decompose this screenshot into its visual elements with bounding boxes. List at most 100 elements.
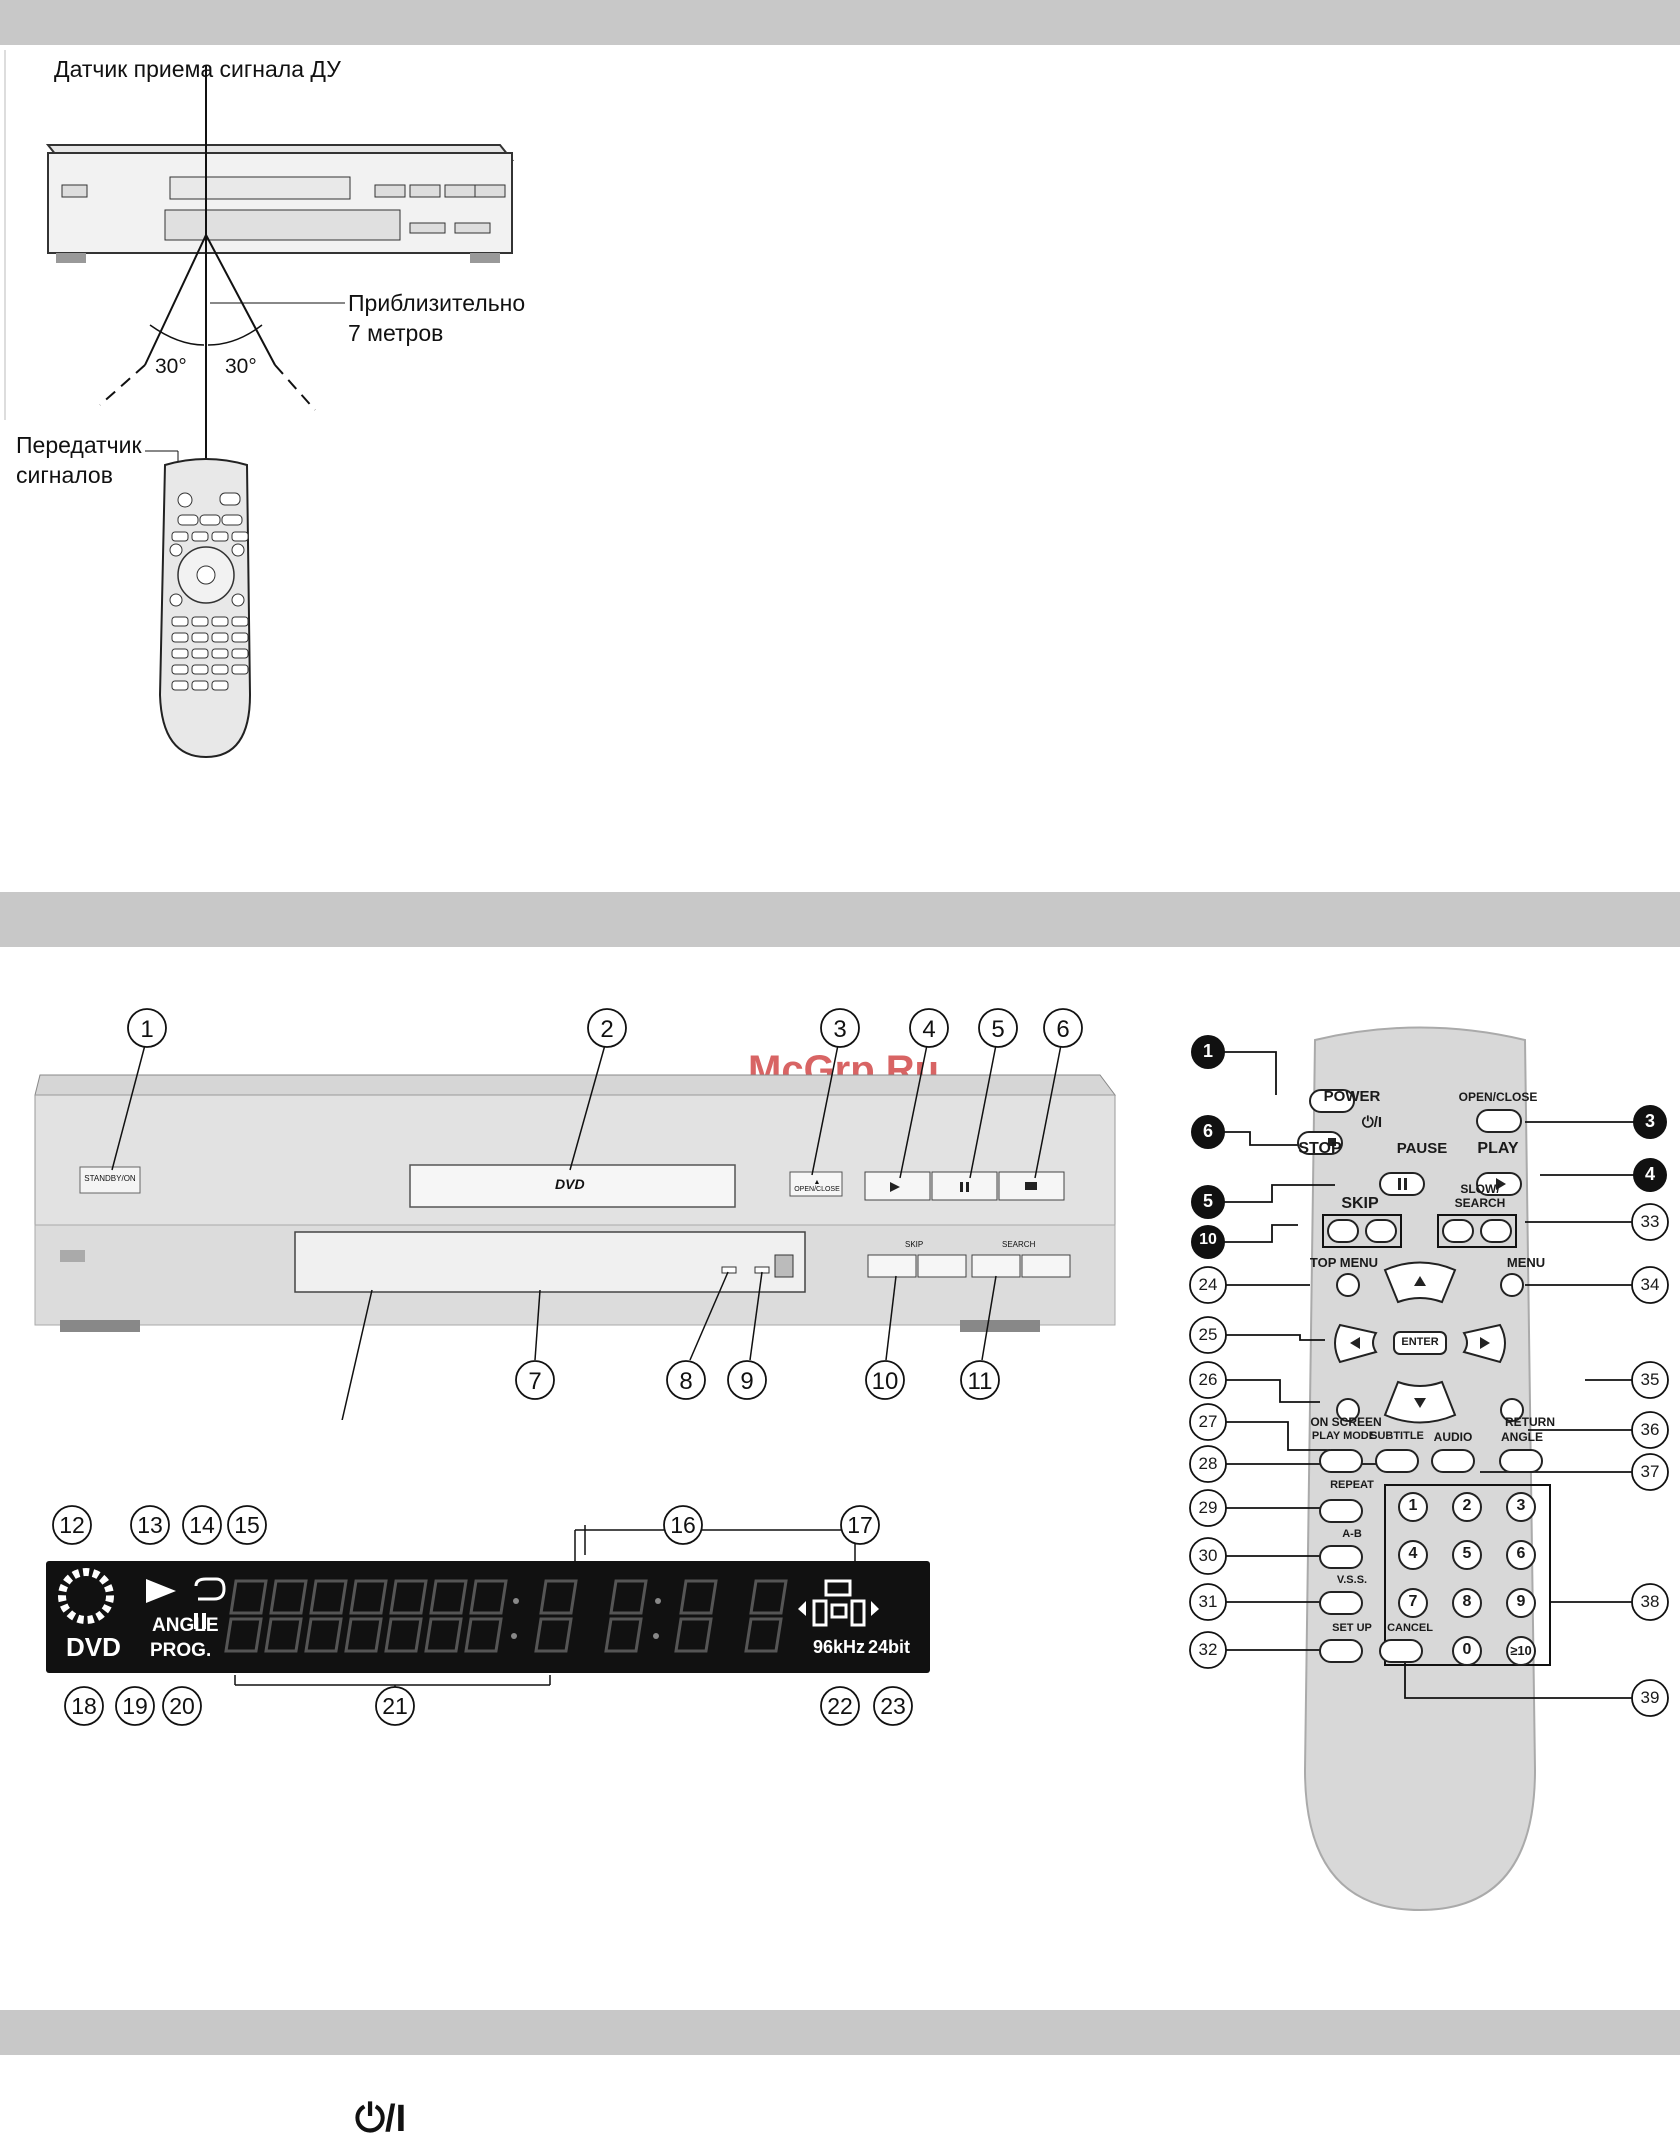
header-band-top — [0, 0, 1680, 45]
remote-digit-9: 9 — [1516, 1593, 1526, 1610]
remote-callout-37: 37 — [1640, 1462, 1660, 1481]
display-khz: 96kHz — [813, 1637, 866, 1657]
distance-label-line1: Приблизительно — [348, 290, 526, 316]
callout-10: 10 — [872, 1368, 899, 1395]
callout-3: 3 — [833, 1016, 846, 1043]
remote-digit-7: 7 — [1408, 1593, 1418, 1610]
display-prog: PROG. — [150, 1640, 212, 1661]
remote-search-label: SEARCH — [1454, 1196, 1506, 1210]
remote-setup-label: SET UP — [1332, 1622, 1372, 1634]
callout-1: 1 — [140, 1016, 153, 1043]
remote-digit-8: 8 — [1462, 1593, 1472, 1610]
disc-tray — [409, 1164, 736, 1208]
remote-top-menu-label: TOP MENU — [1309, 1255, 1379, 1270]
fl-display-segments — [58, 1568, 879, 1653]
remote-callout-10: 10 — [1199, 1231, 1217, 1248]
distance-label-line2: 7 метров — [348, 320, 444, 346]
callout-17: 17 — [847, 1512, 873, 1538]
remote-callout-30: 30 — [1198, 1546, 1218, 1565]
callout-22: 22 — [827, 1693, 853, 1719]
standby-button-shape — [79, 1166, 141, 1194]
remote-callout-38: 38 — [1640, 1592, 1660, 1611]
power-standby-symbol: ⏻/I — [355, 2098, 407, 2140]
remote-digit-0: 0 — [1462, 1641, 1472, 1658]
transmitter-label-line1: Передатчик — [16, 432, 142, 458]
front-callouts — [127, 1008, 1083, 1400]
callout-9: 9 — [740, 1368, 753, 1395]
remote-callout-33: 33 — [1640, 1212, 1660, 1231]
angle-left-label: 30° — [155, 355, 187, 378]
open-close-label: ▲ OPEN/CLOSE — [794, 1179, 840, 1193]
remote-callout-4: 4 — [1644, 1164, 1656, 1184]
remote-callout-1: 1 — [1202, 1041, 1214, 1061]
callout-8: 8 — [679, 1368, 692, 1395]
display-window — [294, 1231, 806, 1293]
remote-callout-5: 5 — [1202, 1191, 1214, 1211]
callout-2: 2 — [600, 1016, 613, 1043]
remote-callout-35: 35 — [1640, 1370, 1660, 1389]
remote-vss-label: V.S.S. — [1336, 1574, 1368, 1586]
remote-power-label: POWER — [1323, 1088, 1381, 1105]
remote-callout-29: 29 — [1198, 1498, 1218, 1517]
remote-play-label: PLAY — [1477, 1140, 1519, 1157]
remote-return-label: RETURN — [1505, 1415, 1555, 1429]
remote-digit-4: 4 — [1408, 1545, 1418, 1562]
transmitter-label-line2: сигналов — [16, 462, 113, 488]
remote-callout-27: 27 — [1198, 1412, 1218, 1431]
remote-subtitle-label: SUBTITLE — [1370, 1430, 1424, 1442]
callout-11: 11 — [968, 1368, 993, 1395]
header-band-bottom — [0, 2010, 1680, 2055]
remote-skip-label: SKIP — [1341, 1195, 1379, 1212]
dvd-logo: DVD — [555, 1176, 585, 1192]
remote-callout-3: 3 — [1644, 1111, 1656, 1131]
remote-range-diagram — [4, 50, 515, 759]
remote-callout-34: 34 — [1640, 1275, 1660, 1294]
angle-right-label: 30° — [225, 355, 257, 378]
remote-audio-label: AUDIO — [1433, 1430, 1473, 1444]
display-bit: 24bit — [868, 1637, 911, 1657]
front-panel-diagram: 1 2 3 4 5 6 7 8 9 10 11 — [34, 1008, 1116, 1420]
remote-cancel-label: CANCEL — [1387, 1622, 1433, 1634]
remote-digit-3: 3 — [1516, 1497, 1526, 1514]
standby-button-label: STANDBY/ON — [84, 1174, 136, 1183]
remote-on-screen-label: ON SCREEN — [1310, 1415, 1382, 1429]
remote-slow-label: SLOW/ — [1460, 1182, 1500, 1196]
remote-repeat-label: REPEAT — [1330, 1479, 1374, 1491]
sensor-label: Датчик приема сигнала ДУ — [54, 56, 341, 82]
callout-6: 6 — [1056, 1016, 1069, 1043]
display-dvd: DVD — [66, 1632, 121, 1662]
skip-label: SKIP — [905, 1240, 924, 1249]
remote-callout-28: 28 — [1198, 1454, 1218, 1473]
callout-16: 16 — [670, 1512, 696, 1538]
remote-callout-24: 24 — [1198, 1275, 1218, 1294]
callout-13: 13 — [137, 1512, 163, 1538]
remote-digit-1: 1 — [1408, 1497, 1418, 1514]
remote-diagram — [1189, 1026, 1669, 1912]
callout-4: 4 — [922, 1016, 935, 1043]
remote-open-close-label: OPEN/CLOSE — [1458, 1090, 1538, 1104]
remote-callout-6: 6 — [1202, 1121, 1214, 1141]
remote-callout-31: 31 — [1198, 1592, 1218, 1611]
remote-enter-label: ENTER — [1401, 1336, 1439, 1348]
remote-callout-39: 39 — [1640, 1688, 1660, 1707]
callout-18: 18 — [71, 1693, 97, 1719]
callout-12: 12 — [59, 1512, 85, 1538]
callout-14: 14 — [189, 1512, 215, 1538]
remote-ab-label: A-B — [1342, 1528, 1362, 1540]
remote-callout-36: 36 — [1640, 1420, 1660, 1439]
remote-digit-5: 5 — [1462, 1545, 1472, 1562]
remote-callout-26: 26 — [1198, 1370, 1218, 1389]
remote-play-mode-label: PLAY MODE — [1311, 1430, 1377, 1442]
remote-menu-label: MENU — [1506, 1255, 1546, 1270]
player-illustration — [45, 144, 515, 263]
callout-5: 5 — [991, 1016, 1004, 1043]
callout-23: 23 — [880, 1693, 906, 1719]
callout-15: 15 — [234, 1512, 260, 1538]
remote-power-symbol: ⏻/I — [1361, 1114, 1383, 1131]
search-label: SEARCH — [1002, 1240, 1036, 1249]
remote-stop-label: STOP — [1298, 1140, 1342, 1157]
callout-20: 20 — [169, 1693, 195, 1719]
remote-digit-10plus: ≥10 — [1510, 1643, 1532, 1658]
remote-angle-label: ANGLE — [1501, 1430, 1543, 1444]
remote-callout-32: 32 — [1198, 1640, 1218, 1659]
